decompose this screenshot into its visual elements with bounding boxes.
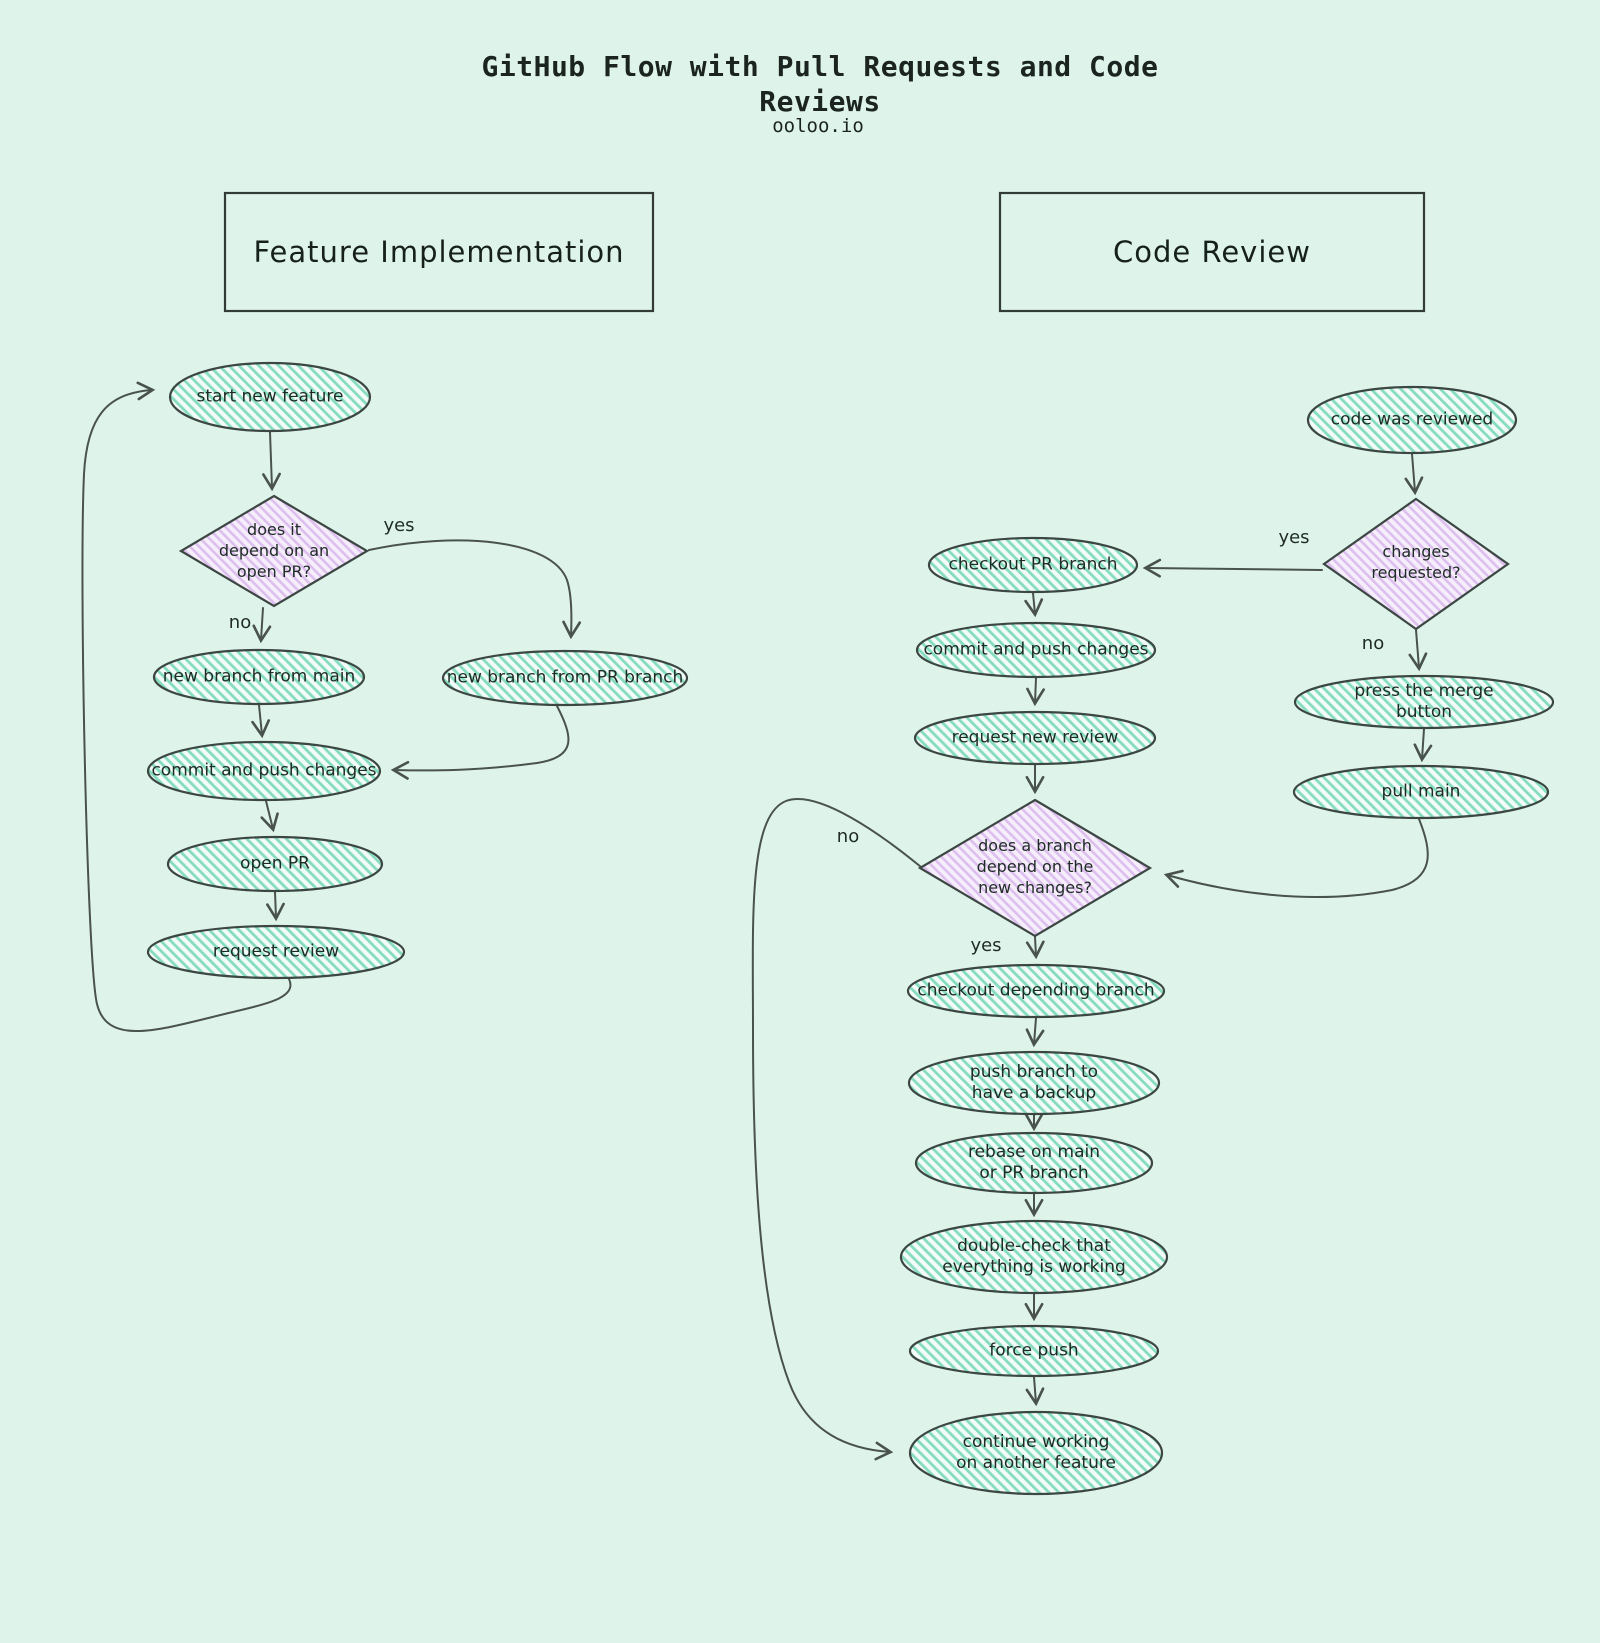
changes-requested-shape (1322, 497, 1510, 631)
edge-branchdepend-yes (1025, 936, 1045, 960)
rebase-on-main-shape (914, 1131, 1154, 1195)
edge-openpr-to-review (266, 891, 285, 922)
edge-depend-yes (368, 539, 582, 640)
edge-commit-to-openpr (260, 800, 279, 833)
checkout-pr-branch-shape (927, 536, 1139, 594)
checkout-depending-branch-shape (906, 963, 1166, 1019)
commit-and-push-changes-left-shape (146, 740, 382, 802)
edge-branchdepend-no (751, 798, 922, 1461)
new-branch-from-main-shape (152, 648, 366, 706)
open-pr-shape (166, 835, 384, 893)
edge-review-loop-to-start (81, 381, 292, 1032)
push-branch-backup-shape (907, 1050, 1161, 1116)
request-new-review-shape (913, 710, 1157, 766)
edge-changes-no (1408, 629, 1428, 672)
force-push-shape (908, 1324, 1160, 1378)
edge-merge-to-pullmain (1413, 728, 1433, 763)
request-review-shape (146, 924, 406, 980)
edge-changes-yes (1142, 558, 1323, 578)
edge-checkout-to-commit (1024, 592, 1044, 618)
start-new-feature-shape (168, 361, 372, 433)
double-check-shape (899, 1219, 1169, 1295)
continue-working-shape (908, 1410, 1164, 1496)
edge-checkoutdep-to-pushbackup (1025, 1017, 1045, 1048)
edge-reviewed-to-changes (1404, 453, 1424, 496)
commit-and-push-changes-right-shape (915, 621, 1157, 679)
edge-commit-to-newreview (1026, 677, 1045, 707)
edge-pullmain-to-branchdepend (1163, 818, 1429, 899)
does-a-branch-depend-shape (917, 798, 1153, 938)
pull-main-shape (1292, 764, 1550, 820)
edge-depend-no (252, 607, 272, 644)
feature-implementation-box (223, 191, 655, 313)
code-was-reviewed-shape (1306, 385, 1518, 455)
does-it-depend-shape (178, 494, 370, 608)
new-branch-from-pr-branch-shape (441, 649, 689, 707)
press-the-merge-button-shape (1293, 674, 1555, 730)
edge-main-to-commit (251, 704, 271, 739)
edge-forcepush-to-continue (1025, 1376, 1045, 1407)
edge-start-to-depend (262, 431, 281, 492)
code-review-box (998, 191, 1426, 313)
edge-prbranch-to-commit (390, 705, 570, 780)
